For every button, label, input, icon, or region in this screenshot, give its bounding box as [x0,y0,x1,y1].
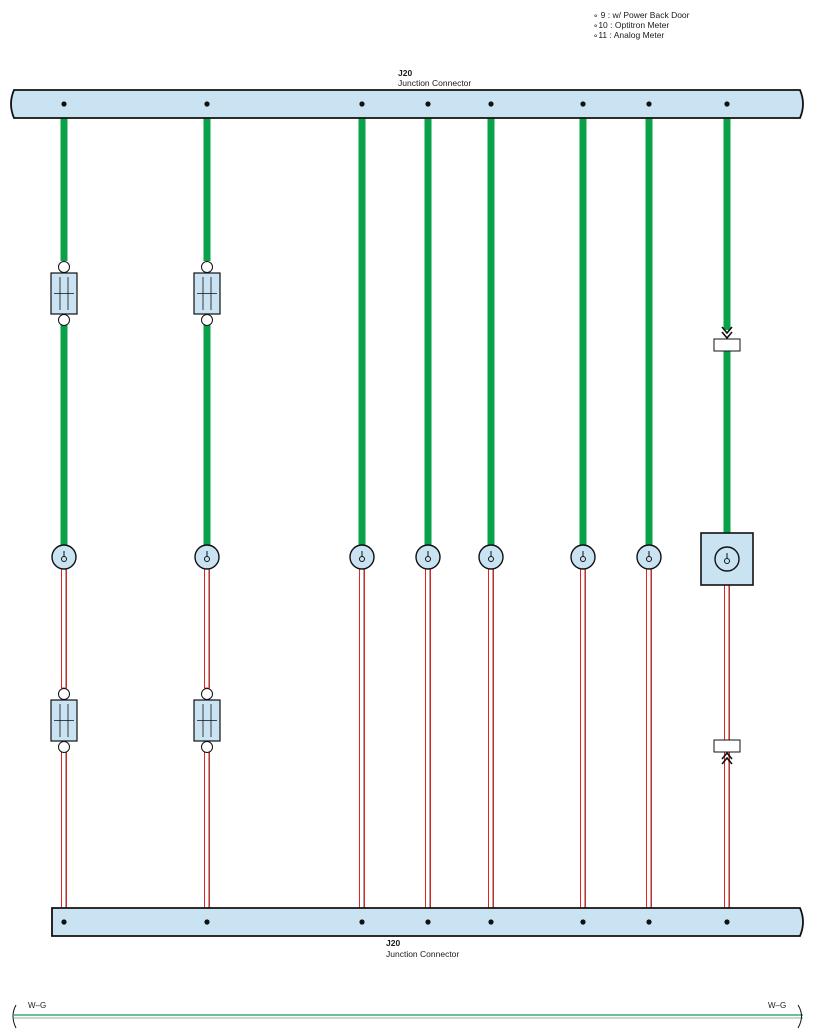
bottom-bus-code: J20 [386,938,400,948]
column-8-connector-bottom-box [713,739,741,753]
bottom-wire-label-left: W–G [28,1001,46,1010]
bottom-wire-right-break [797,1004,802,1029]
top-bus-code: J20 [398,68,412,78]
bottom-wire-left-break [12,1004,17,1029]
bus-layer [10,89,804,937]
column-8-bottom-splice [724,919,730,925]
column-6-bottom-splice [580,919,586,925]
column-2-junction-lower-bottom-letter-ring [201,741,213,753]
note-10: ∘10 : Optitron Meter [593,20,669,30]
column-3-bottom-splice [359,919,365,925]
bottom-wire-label-right: W–G [768,1001,786,1010]
column-7-top-splice [646,101,652,107]
column-8-connector-top-box [713,338,741,352]
note-9: ∘ 9 : w/ Power Back Door [593,10,690,20]
column-6-top-splice [580,101,586,107]
column-1-top-splice [61,101,67,107]
column-2-junction-lower-top-letter-ring [201,688,213,700]
column-4-top-splice [425,101,431,107]
note-11: ∘11 : Analog Meter [593,30,664,40]
bottom-bus-name: Junction Connector [386,949,459,959]
column-5-top-splice [488,101,494,107]
column-1-junction-upper-top-letter-ring [58,261,70,273]
component-layer [50,101,754,925]
top-bus-name: Junction Connector [398,78,471,88]
column-8-connector-bottom-chevron [721,751,733,765]
column-2-bottom-splice [204,919,210,925]
column-2-junction-upper-top-letter-ring [201,261,213,273]
column-4-bottom-splice [425,919,431,925]
column-1-junction-lower-top-letter-ring [58,688,70,700]
column-2-junction-upper-bottom-letter-ring [201,314,213,326]
top-junction-bus [10,89,804,119]
column-2-top-splice [204,101,210,107]
column-8-top-splice [724,101,730,107]
column-1-bottom-splice [61,919,67,925]
column-1-junction-upper-bottom-letter-ring [58,314,70,326]
column-5-bottom-splice [488,919,494,925]
column-8-connector-top-chevron [721,326,733,340]
column-3-top-splice [359,101,365,107]
column-1-junction-lower-bottom-letter-ring [58,741,70,753]
column-7-bottom-splice [646,919,652,925]
wire-layer [12,104,803,1029]
